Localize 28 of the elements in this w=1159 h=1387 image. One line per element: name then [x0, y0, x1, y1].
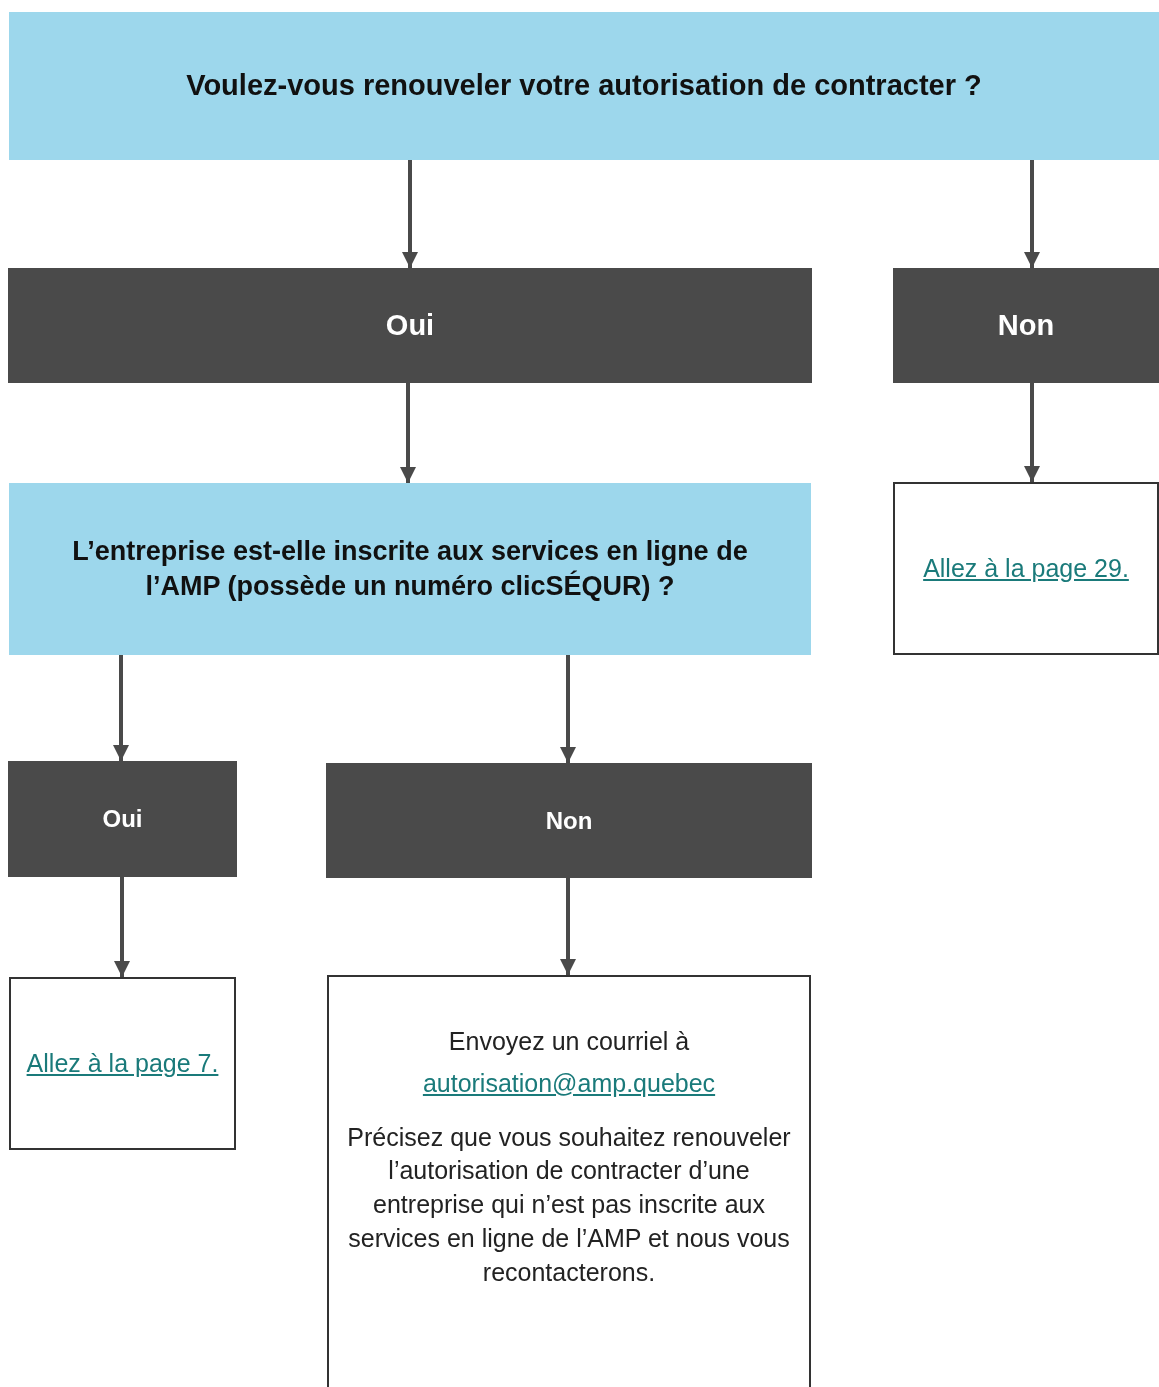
question-text: Voulez-vous renouveler votre autorisation de contracter ?: [186, 68, 982, 104]
question-box: [9, 483, 811, 655]
arrow: [560, 655, 576, 763]
question-text: L’entreprise est-elle inscrite aux services en ligne de l’AMP (possède un numéro clicSÉQUR) ?: [71, 534, 749, 603]
result-box: [893, 482, 1159, 655]
answer-box: [326, 763, 812, 878]
answer-text: Oui: [102, 805, 143, 833]
arrow: [114, 877, 130, 977]
arrow: [402, 160, 418, 268]
arrow: [400, 383, 416, 483]
arrow: [113, 655, 129, 761]
body-text: Précisez que vous souhaitez renouveler l’autorisation de contracter d’une entreprise qui n’est pas inscrite aux services en ligne de l’AMP et nous vous recontacterons.: [346, 1121, 792, 1288]
answer-text: Non: [997, 309, 1055, 342]
arrow: [1024, 383, 1040, 482]
link: autorisation@amp.quebec: [422, 1067, 716, 1099]
link: Allez à la page 7.: [26, 1047, 219, 1079]
result-box: [9, 977, 236, 1150]
answer-box: [8, 268, 812, 383]
arrow: [1024, 160, 1040, 268]
answer-box: [8, 761, 237, 877]
body-text: Envoyez un courriel à: [448, 1026, 690, 1057]
question-box: [9, 12, 1159, 160]
result-box: [327, 975, 811, 1387]
answer-text: Non: [545, 806, 593, 835]
arrow: [560, 878, 576, 975]
answer-text: Oui: [385, 309, 435, 342]
link: Allez à la page 29.: [923, 552, 1129, 584]
answer-box: [893, 268, 1159, 383]
